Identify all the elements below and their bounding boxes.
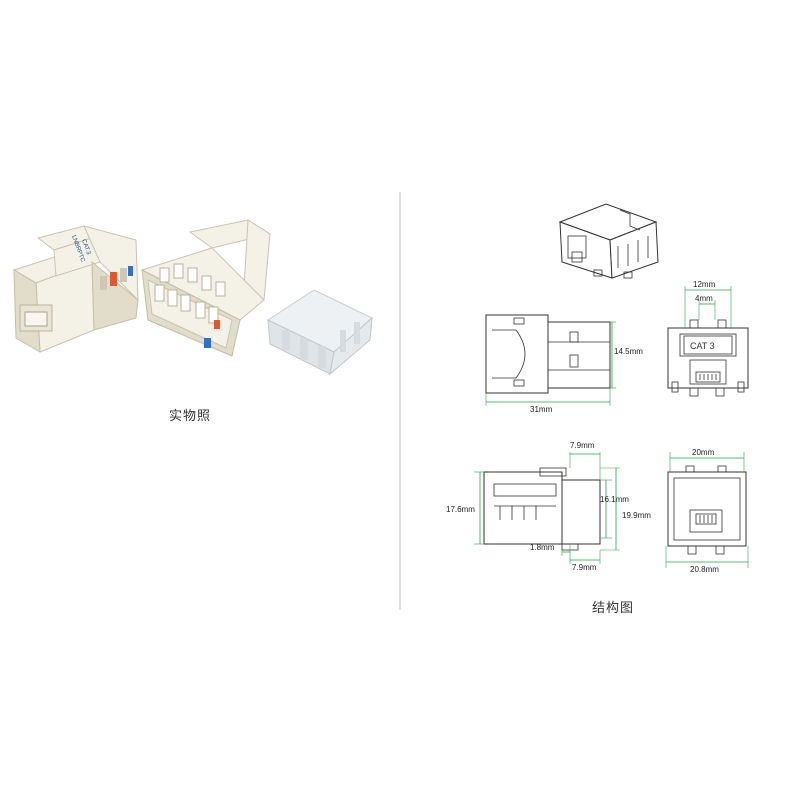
clear-cap-photo [266,289,373,376]
keystone-jack-rear-photo [140,219,272,357]
rear-view-drawing: 20mm 20.8mm [665,448,749,574]
dim-top-width: 12mm [693,280,716,289]
dim-back-width-bottom: 20.8mm [690,565,719,574]
dim-back-width: 20mm [692,448,715,457]
cat-label: CAT 3 [690,341,715,351]
side-view-drawing: 31mm 14.5mm [485,314,643,414]
structure-caption: 结构图 [592,601,634,616]
front-view-drawing: CAT 3 12mm 4mm [667,280,749,397]
idc-terminals [154,263,226,324]
section-view-drawing: 7.9mm 17.6mm 16.1mm 19.9mm 1.8mm 7.9mm [446,441,651,572]
keystone-jack-front-photo: LNBRPTC CAT.3 [12,225,139,353]
structure-drawings: 31mm 14.5mm CAT 3 [446,203,749,616]
dim-base-offset: 1.8mm [530,543,555,552]
dim-total-height: 19.9mm [622,511,651,520]
photo-caption: 实物照 [169,409,211,424]
isometric-drawing [558,203,659,279]
dim-inner-height: 16.1mm [600,495,629,504]
product-photo: LNBRPTC CAT.3 [12,219,373,424]
dim-bottom-offset: 7.9mm [572,563,597,572]
dim-inner-width: 4mm [695,294,713,303]
dim-length-upper: 31mm [530,405,553,414]
dim-front-offset: 7.9mm [570,441,595,450]
dim-height-upper: 14.5mm [614,347,643,356]
dim-left-height: 17.6mm [446,505,475,514]
jack-side-print-sub: CAT.3 [80,239,91,257]
